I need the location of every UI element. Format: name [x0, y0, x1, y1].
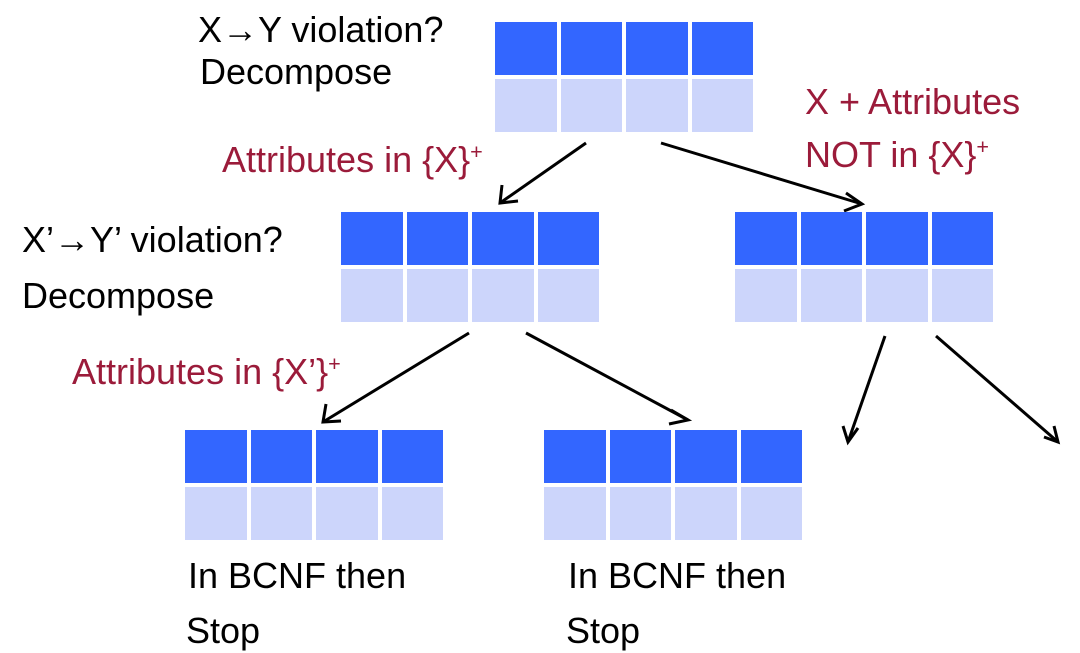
table-body-cell	[691, 79, 753, 132]
left-branch-xprime-label: Attributes in {X’}+	[72, 350, 341, 393]
arrow-mid-to-leaf2	[525, 331, 693, 426]
table-header-cell	[735, 212, 797, 265]
table-body-cell	[675, 487, 737, 540]
table-header-cell	[866, 212, 928, 265]
table-header-cell	[560, 22, 622, 75]
table-body-cell	[495, 79, 557, 132]
table-body-cell	[544, 487, 606, 540]
right-branch-superscript: +	[976, 134, 990, 159]
leaf2-stop-label: Stop	[566, 610, 641, 651]
table-body-cell	[472, 269, 534, 322]
mid-right-table	[735, 212, 993, 322]
table-body-cell	[560, 79, 622, 132]
leaf2-bcnf-label: In BCNF then	[568, 555, 787, 596]
left-branch-x-label: Attributes in {X}+	[222, 138, 483, 181]
table-header-cell	[406, 212, 468, 265]
table-body-cell	[626, 79, 688, 132]
arrow-root-to-right	[660, 141, 866, 213]
table-body-cell	[866, 269, 928, 322]
table-body-cell	[740, 487, 802, 540]
left-branch-x-superscript: +	[470, 139, 483, 164]
table-header-cell	[381, 430, 443, 483]
table-header-cell	[544, 430, 606, 483]
table-header-cell	[537, 212, 599, 265]
leaf1-stop-label: Stop	[186, 610, 261, 651]
table-header-cell	[316, 430, 378, 483]
table-body-cell	[341, 269, 403, 322]
table-header-cell	[626, 22, 688, 75]
table-header-cell	[800, 212, 862, 265]
table-header-cell	[495, 22, 557, 75]
left-branch-xprime-superscript: +	[328, 351, 341, 376]
arrow-right-to-down1	[841, 335, 887, 446]
left-branch-x-text: Attributes in {X}	[222, 139, 471, 180]
root-table	[495, 22, 753, 132]
table-header-cell	[609, 430, 671, 483]
table-body-cell	[250, 487, 312, 540]
right-branch-line2-text: NOT in {X}	[805, 134, 977, 175]
table-body-cell	[316, 487, 378, 540]
table-body-cell	[735, 269, 797, 322]
table-header-cell	[740, 430, 802, 483]
left-branch-xprime-text: Attributes in {X’}	[72, 351, 329, 392]
top-decompose-label: Decompose	[200, 51, 393, 92]
table-header-cell	[675, 430, 737, 483]
leaf2-table	[544, 430, 802, 540]
table-header-cell	[472, 212, 534, 265]
table-body-cell	[381, 487, 443, 540]
right-branch-label-line2: NOT in {X}+	[805, 133, 989, 176]
table-header-cell	[931, 212, 993, 265]
table-body-cell	[931, 269, 993, 322]
arrow-right-to-down2	[935, 334, 1061, 445]
table-header-cell	[341, 212, 403, 265]
mid-violation-label: X’→Y’ violation?	[22, 219, 283, 260]
table-header-cell	[185, 430, 247, 483]
table-body-cell	[185, 487, 247, 540]
table-body-cell	[800, 269, 862, 322]
table-header-cell	[250, 430, 312, 483]
leaf1-bcnf-label: In BCNF then	[188, 555, 407, 596]
table-body-cell	[537, 269, 599, 322]
leaf1-table	[185, 430, 443, 540]
right-branch-label-line1: X + Attributes	[805, 81, 1021, 122]
table-body-cell	[609, 487, 671, 540]
arrow-root-to-left	[498, 141, 587, 205]
table-header-cell	[691, 22, 753, 75]
mid-left-table	[341, 212, 599, 322]
arrow-mid-to-leaf1	[321, 331, 470, 424]
table-body-cell	[406, 269, 468, 322]
top-violation-label: X→Y violation?	[198, 9, 444, 50]
mid-decompose-label: Decompose	[22, 275, 215, 316]
